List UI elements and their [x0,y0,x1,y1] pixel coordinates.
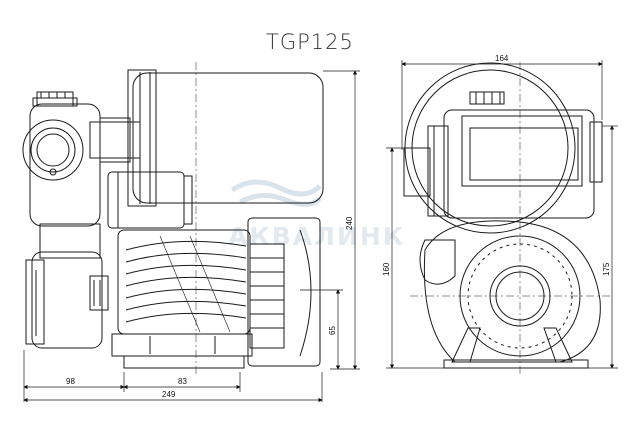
side-view [22,62,324,374]
front-view [403,62,610,374]
dim-175-label: 175 [602,262,611,276]
side-dimensions [23,70,360,403]
dim-160-label: 160 [382,262,391,276]
model-title: TGP125 [266,30,354,54]
dim-240-label: 240 [345,216,354,230]
dim-249-label: 249 [162,390,176,399]
watermark-logo [230,179,322,207]
dim-65-label: 65 [328,326,337,335]
dim-164-label: 164 [495,54,509,63]
dim-83-label: 83 [178,377,187,386]
front-dimensions [386,60,618,369]
dim-98-label: 98 [66,377,75,386]
watermark-text: АКВАЛИНК [228,222,406,251]
